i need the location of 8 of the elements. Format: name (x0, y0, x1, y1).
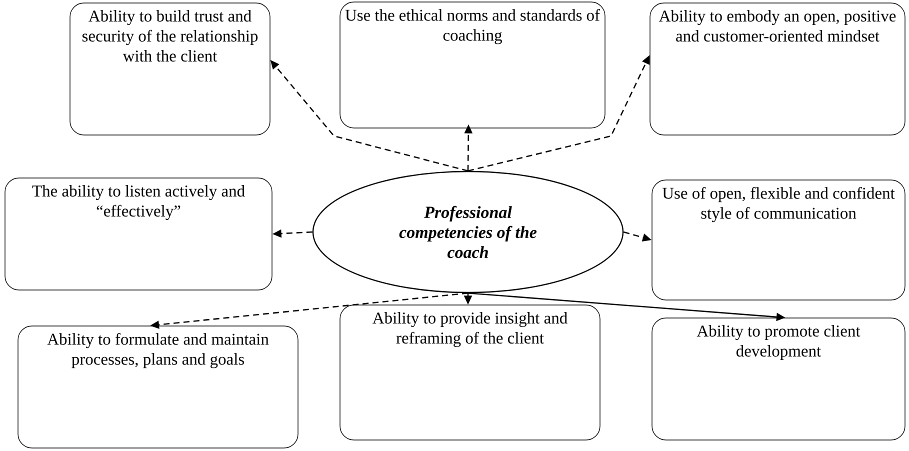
text-box: The ability to listen actively and “effectively” (4, 178, 272, 290)
text-box: Ability to promote client development (652, 318, 906, 440)
text-box: Use the ethical norms and standards of coaching (340, 2, 606, 128)
text-box: Ability to provide insight and reframing of the client (340, 304, 600, 440)
text-box: Use of open, flexible and confident style of communication (652, 180, 906, 300)
text-box: Ability to embody an open, positive and customer-oriented mindset (650, 2, 906, 136)
text-box: Ability to build trust and security of the relationship with the client (70, 2, 270, 136)
text-box: Ability to formulate and maintain processes, plans and goals (18, 326, 298, 448)
